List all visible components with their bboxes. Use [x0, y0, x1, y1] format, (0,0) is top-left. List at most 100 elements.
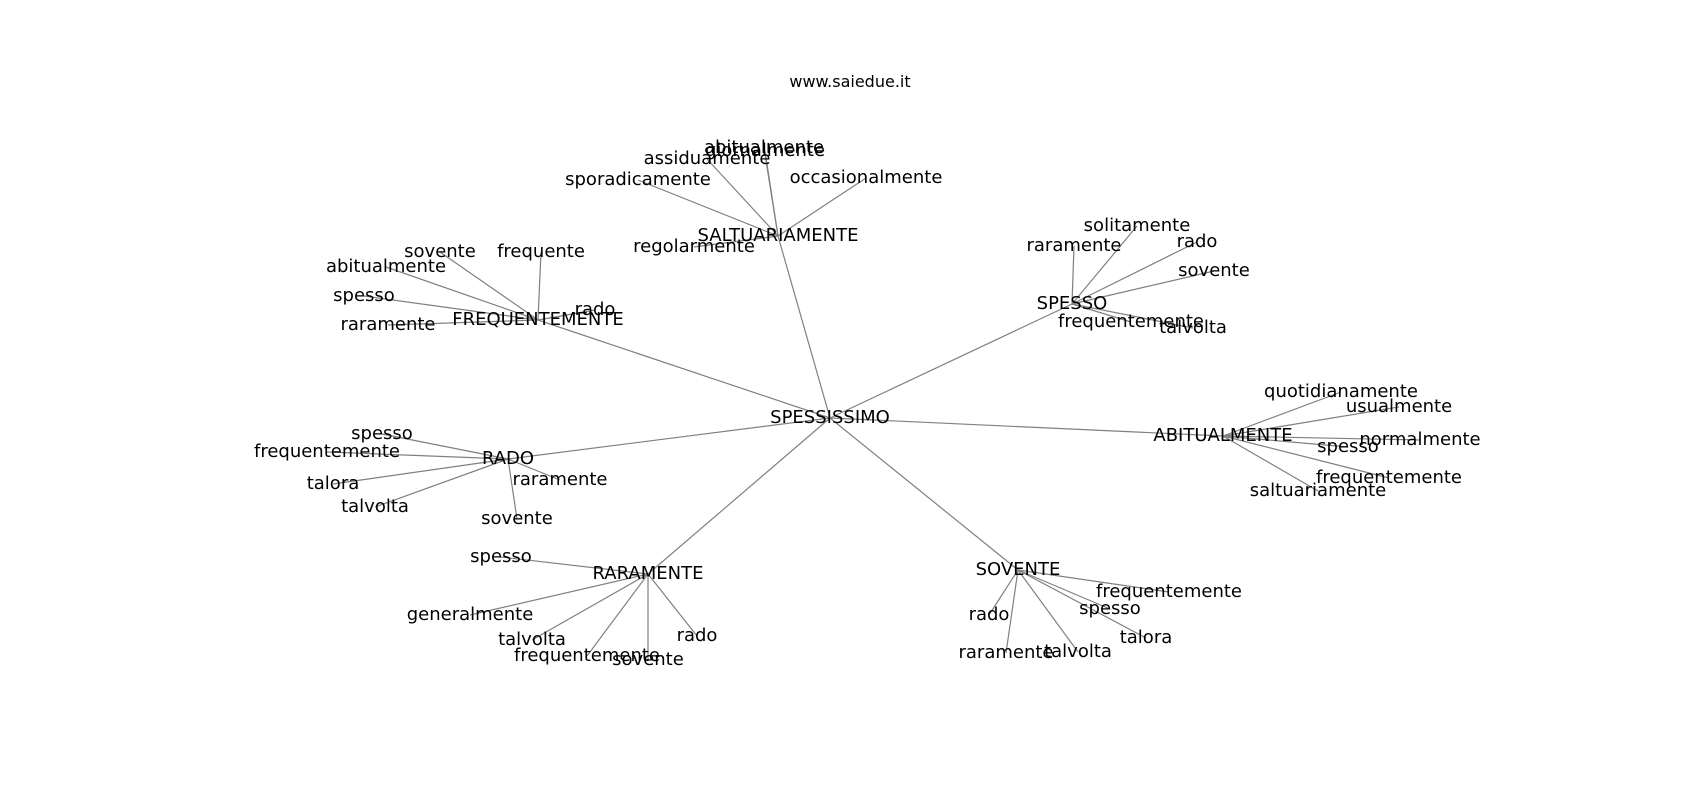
leaf-node-label: occasionalmente	[790, 167, 943, 188]
leaf-node-label: spesso	[333, 285, 395, 306]
edge-hub-to-leaf	[1071, 241, 1198, 305]
edge-hub-to-leaf	[777, 177, 867, 237]
leaf-node-label: solitamente	[1084, 215, 1191, 236]
edge-hub-to-leaf	[988, 569, 1019, 616]
edge-hub-to-leaf	[1071, 303, 1194, 329]
edge-root-to-hub	[507, 417, 831, 460]
leaf-node-label: usualmente	[1346, 396, 1452, 417]
leaf-node-label: spesso	[1317, 436, 1379, 457]
edge-hub-to-leaf	[1017, 569, 1147, 639]
edge-hub-to-leaf	[531, 573, 649, 641]
edge-hub-to-leaf	[706, 158, 779, 237]
edge-hub-to-leaf	[764, 150, 779, 237]
hub-node-label: SALTUARIAMENTE	[698, 225, 859, 246]
edge-hub-to-leaf	[1071, 303, 1132, 323]
leaf-node-label: frequente	[497, 241, 585, 262]
edge-hub-to-leaf	[1017, 569, 1111, 610]
leaf-node-label: talvolta	[498, 629, 566, 650]
edge-hub-to-leaf	[1071, 245, 1075, 305]
edge-root-to-hub	[829, 417, 1224, 437]
edge-hub-to-leaf	[537, 309, 596, 321]
leaf-node-label: rado	[1177, 231, 1218, 252]
edge-layer	[326, 147, 1421, 660]
leaf-node-label: talvolta	[1044, 641, 1112, 662]
leaf-node-label: sporadicamente	[565, 169, 711, 190]
edge-hub-to-leaf	[647, 573, 698, 637]
edge-hub-to-leaf	[1222, 391, 1342, 437]
root-node-label: SPESSISSIMO	[770, 407, 890, 428]
edge-hub-to-leaf	[586, 573, 649, 657]
leaf-node-label: rado	[575, 299, 616, 320]
edge-hub-to-leaf	[385, 266, 539, 321]
edge-hub-to-leaf	[1071, 270, 1215, 305]
leaf-node-label: frequentemente	[1096, 581, 1242, 602]
edge-hub-to-leaf	[469, 573, 649, 616]
edge-hub-to-leaf	[507, 458, 518, 520]
leaf-node-label: regolarmente	[633, 236, 755, 257]
leaf-node-label: rado	[969, 604, 1010, 625]
edge-root-to-hub	[777, 235, 831, 419]
edge-hub-to-leaf	[1222, 435, 1390, 479]
edge-hub-to-leaf	[1005, 569, 1019, 654]
leaf-node-label: abitualmente	[704, 137, 824, 158]
edge-hub-to-leaf	[1222, 435, 1319, 492]
leaf-node-label: sovente	[481, 508, 553, 529]
leaf-node-label: talora	[1120, 627, 1173, 648]
leaf-node-label: assiduamente	[644, 148, 771, 169]
leaf-node-label: talvolta	[341, 496, 409, 517]
leaf-node-label: saltuariamente	[1250, 480, 1387, 501]
edge-hub-to-leaf	[507, 458, 561, 481]
edge-hub-to-leaf	[537, 251, 542, 321]
site-url-label: www.saiedue.it	[789, 72, 911, 91]
leaf-node-label: rado	[677, 625, 718, 646]
leaf-node-label: talora	[307, 473, 360, 494]
leaf-node-label: sovente	[404, 241, 476, 262]
leaf-node-label: raramente	[340, 314, 435, 335]
edge-hub-to-leaf	[381, 433, 509, 460]
hub-node-label: RARAMENTE	[593, 563, 704, 584]
leaf-node-label: normalmente	[1359, 429, 1480, 450]
edge-hub-to-leaf	[1017, 569, 1170, 593]
edge-root-to-hub	[537, 319, 831, 419]
edge-hub-to-leaf	[1222, 435, 1349, 448]
leaf-node-label: frequentemente	[514, 645, 660, 666]
edge-root-to-hub	[829, 417, 1019, 571]
leaf-node-label: giornalmente	[705, 140, 825, 161]
leaf-node-label: frequentemente	[254, 441, 400, 462]
leaf-node-label: spesso	[470, 546, 532, 567]
hub-node-label: SPESSO	[1037, 293, 1108, 314]
hub-node-label: FREQUENTEMENTE	[452, 309, 624, 330]
edge-hub-to-leaf	[439, 251, 539, 321]
leaf-node-label: generalmente	[407, 604, 534, 625]
leaf-node-label: abitualmente	[326, 256, 446, 277]
leaf-node-label: raramente	[1026, 235, 1121, 256]
leaf-node-label: sovente	[1178, 260, 1250, 281]
edge-hub-to-leaf	[637, 179, 779, 237]
leaf-node-label: spesso	[1079, 598, 1141, 619]
edge-hub-to-leaf	[374, 458, 509, 508]
edge-hub-to-leaf	[693, 235, 779, 248]
leaf-node-label: quotidianamente	[1264, 381, 1418, 402]
edge-hub-to-leaf	[363, 295, 539, 321]
hub-node-label: ABITUALMENTE	[1153, 425, 1292, 446]
edge-root-to-hub	[829, 303, 1073, 419]
leaf-node-label: raramente	[512, 469, 607, 490]
edge-hub-to-leaf	[1222, 435, 1421, 441]
leaf-node-label: talvolta	[1159, 317, 1227, 338]
leaf-node-label: raramente	[958, 642, 1053, 663]
edge-hub-to-leaf	[1017, 569, 1079, 653]
edge-hub-to-leaf	[1071, 225, 1138, 305]
edge-hub-to-leaf	[326, 451, 509, 460]
leaf-node-label: sovente	[612, 649, 684, 670]
hub-node-label: SOVENTE	[976, 559, 1061, 580]
leaf-node-label: spesso	[351, 423, 413, 444]
hub-node-label: RADO	[482, 448, 534, 469]
edge-root-to-hub	[647, 417, 831, 575]
edge-hub-to-leaf	[332, 458, 509, 485]
leaf-node-label: frequentemente	[1316, 467, 1462, 488]
edge-hub-to-leaf	[1222, 406, 1400, 437]
label-layer: SPESSISSIMOSALTUARIAMENTEabitualmentegio…	[254, 137, 1481, 670]
leaf-node-label: frequentemente	[1058, 311, 1204, 332]
edge-hub-to-leaf	[387, 319, 539, 326]
